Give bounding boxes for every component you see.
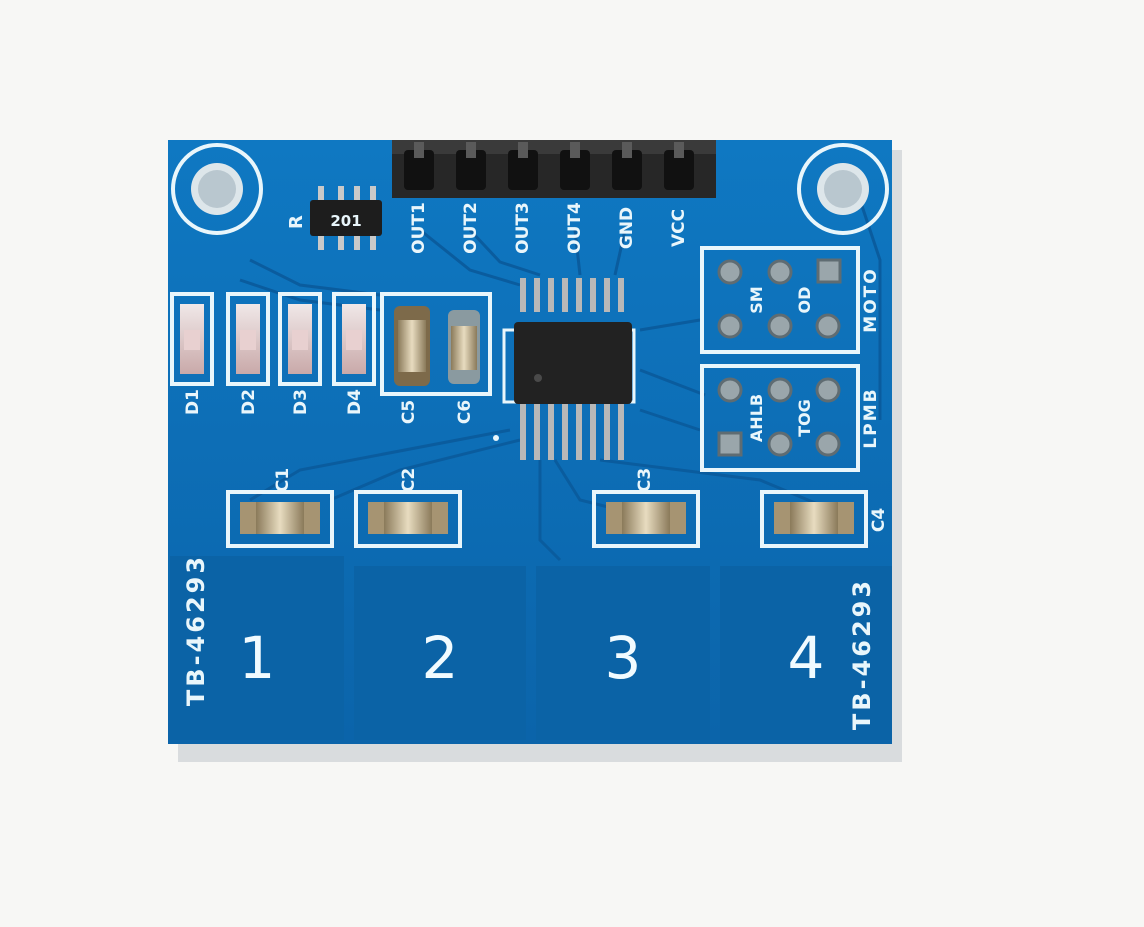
led-label-d2: D2 (239, 389, 259, 415)
touch-pads (170, 556, 892, 740)
led-d3 (278, 292, 322, 386)
touch-pad-3 (536, 566, 710, 740)
pad-capacitor-label-c3: C3 (635, 468, 655, 492)
jumper-label-tog: TOG (795, 399, 814, 437)
led-label-d1: D1 (183, 389, 203, 415)
touch-pad-1 (170, 556, 344, 740)
touch-pad-number-4: 4 (788, 624, 825, 692)
capacitor-label-c6: C6 (455, 400, 475, 424)
jumper-upper-title: MOTO (861, 267, 881, 332)
touch-pad-number-2: 2 (422, 624, 459, 692)
controller-ic (493, 278, 636, 460)
touch-pad-number-3: 3 (605, 624, 642, 692)
led-group (170, 292, 376, 386)
pad-capacitor-label-c2: C2 (399, 468, 419, 492)
pin-label-gnd: GND (617, 207, 637, 249)
copper-traces (239, 199, 882, 562)
pin-header (392, 140, 716, 198)
pin-header-labels: OUT1 OUT2 OUT3 OUT4 GND VCC (409, 202, 689, 254)
capacitor-top-labels: C5 C6 (399, 400, 475, 424)
jumper-labels: MOTO SM OD LPMB AHLB TOG (747, 267, 881, 448)
board-id-left: TB-46293 (182, 554, 210, 706)
led-label-d3: D3 (291, 389, 311, 415)
pad-capacitor-c4 (760, 490, 868, 548)
capacitor-label-c5: C5 (399, 400, 419, 424)
led-d1 (170, 292, 214, 386)
pin-label-out2: OUT2 (461, 202, 481, 254)
pin-label-vcc: VCC (669, 209, 689, 247)
pin-label-out1: OUT1 (409, 202, 429, 254)
led-label-d4: D4 (345, 389, 365, 415)
pad-capacitor-c1 (226, 490, 334, 548)
pad-capacitors (226, 490, 868, 548)
touch-pad-labels: 1 2 3 4 (239, 624, 825, 692)
jumper-block-lower (700, 364, 860, 472)
led-d4 (332, 292, 376, 386)
resistor-label: R (286, 215, 307, 229)
jumper-lower-title: LPMB (861, 387, 881, 448)
touch-pad-number-1: 1 (239, 624, 276, 692)
jumper-block-upper (700, 246, 860, 354)
board-id-right: TB-46293 (848, 578, 876, 730)
pin-label-out3: OUT3 (513, 202, 533, 254)
pad-capacitor-c3 (592, 490, 700, 548)
capacitor-block-c5-c6 (380, 292, 492, 396)
jumper-label-sm: SM (747, 286, 766, 313)
pad-capacitor-label-c1: C1 (273, 468, 293, 492)
led-labels: D1 D2 D3 D4 (183, 389, 365, 415)
resistor-marking: 201 (330, 212, 361, 230)
pin-label-out4: OUT4 (565, 202, 585, 254)
led-d2 (226, 292, 270, 386)
resistor-array (310, 186, 382, 250)
pad-capacitor-label-c4: C4 (869, 508, 889, 532)
jumper-label-ahlb: AHLB (747, 394, 766, 442)
touch-pad-4 (720, 566, 892, 740)
jumper-label-od: OD (795, 287, 814, 314)
mounting-hole-left (171, 143, 263, 235)
mounting-hole-right (797, 143, 889, 235)
touch-pad-2 (354, 566, 526, 740)
pad-capacitor-c2 (354, 490, 462, 548)
